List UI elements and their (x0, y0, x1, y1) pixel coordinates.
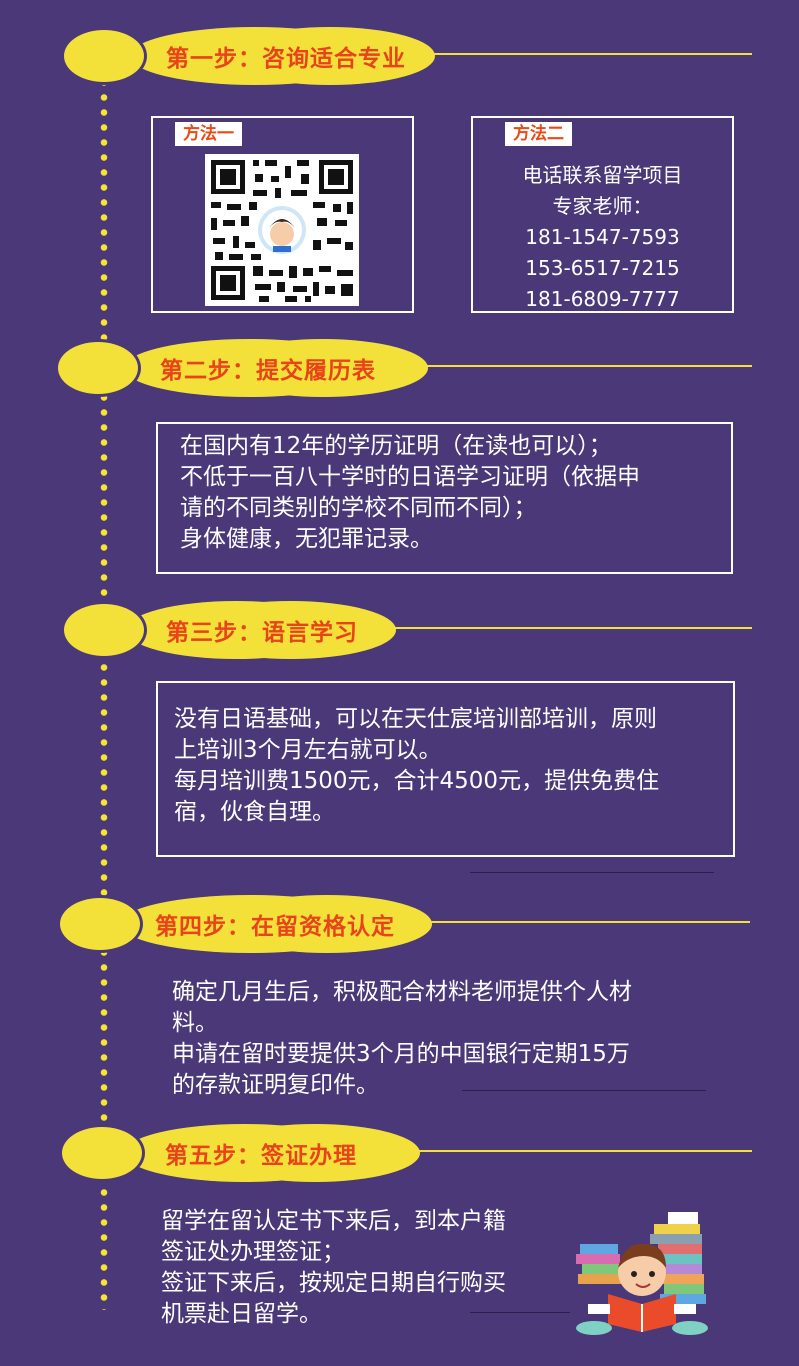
step-3-text: 没有日语基础，可以在天仕宸培训部培训，原则 上培训3个月左右就可以。 每月培训费… (174, 704, 659, 828)
method-1-box: 方法一 (151, 116, 414, 313)
method-2-tag: 方法二 (505, 122, 572, 146)
text-line: 确定几月生后，积极配合材料老师提供个人材 (172, 979, 632, 1005)
step-2-text: 在国内有12年的学历证明（在读也可以）； 不低于一百八十学时的日语学习证明（依据… (180, 431, 640, 555)
phone-contact-list: 电话联系留学项目 专家老师： 181-1547-7593 153-6517-72… (473, 160, 732, 315)
text-line: 请的不同类别的学校不同而不同）； (180, 495, 537, 521)
reading-child-icon (568, 1212, 720, 1344)
phone-number[interactable]: 153-6517-7215 (525, 256, 680, 280)
step-4-header: 第四步：在留资格认定 (0, 895, 799, 955)
step-4-text: 确定几月生后，积极配合材料老师提供个人材 料。 申请在留时要提供3个月的中国银行… (172, 977, 632, 1101)
step-title: 第三步：语言学习 (166, 620, 358, 646)
text-line: 机票赴日留学。 (161, 1301, 322, 1327)
text-line: 上培训3个月左右就可以。 (174, 737, 442, 763)
text-line: 每月培训费1500元，合计4500元，提供免费住 (174, 768, 660, 794)
divider (470, 1312, 570, 1313)
step-1-header: 第一步：咨询适合专业 (0, 27, 799, 87)
text-line: 签证处办理签证； (161, 1239, 345, 1265)
divider (462, 1090, 706, 1091)
step-3-header: 第三步：语言学习 (0, 601, 799, 661)
text-line: 签证下来后，按规定日期自行购买 (161, 1270, 506, 1296)
qr-code-icon[interactable] (205, 154, 359, 306)
step-5-header: 第五步：签证办理 (0, 1124, 799, 1184)
text-line: 的存款证明复印件。 (172, 1072, 379, 1098)
text-line: 没有日语基础，可以在天仕宸培训部培训，原则 (174, 706, 657, 732)
phone-number[interactable]: 181-1547-7593 (525, 225, 680, 249)
method-2-box: 方法二 电话联系留学项目 专家老师： 181-1547-7593 153-651… (471, 116, 734, 313)
text-line: 身体健康，无犯罪记录。 (180, 526, 433, 552)
timeline-dots (100, 60, 108, 1310)
text-line: 不低于一百八十学时的日语学习证明（依据申 (180, 464, 640, 490)
step-2-header: 第二步：提交履历表 (0, 339, 799, 399)
text-line: 留学在留认定书下来后，到本户籍 (161, 1208, 506, 1234)
phone-intro-line-1: 电话联系留学项目 (522, 163, 683, 187)
phone-intro-line-2: 专家老师： (552, 194, 653, 218)
method-1-tag: 方法一 (175, 122, 242, 146)
text-line: 料。 (172, 1010, 218, 1036)
step-title: 第五步：签证办理 (165, 1143, 357, 1169)
text-line: 在国内有12年的学历证明（在读也可以）； (180, 433, 612, 459)
step-title: 第一步：咨询适合专业 (166, 46, 406, 72)
text-line: 申请在留时要提供3个月的中国银行定期15万 (172, 1041, 630, 1067)
phone-number[interactable]: 181-6809-7777 (525, 287, 680, 311)
step-2-box (156, 422, 733, 574)
step-title: 第二步：提交履历表 (160, 358, 376, 384)
divider (470, 872, 714, 873)
step-title: 第四步：在留资格认定 (155, 914, 395, 940)
text-line: 宿，伙食自理。 (174, 799, 335, 825)
step-3-box (156, 681, 735, 857)
step-5-text: 留学在留认定书下来后，到本户籍 签证处办理签证； 签证下来后，按规定日期自行购买… (161, 1206, 506, 1330)
